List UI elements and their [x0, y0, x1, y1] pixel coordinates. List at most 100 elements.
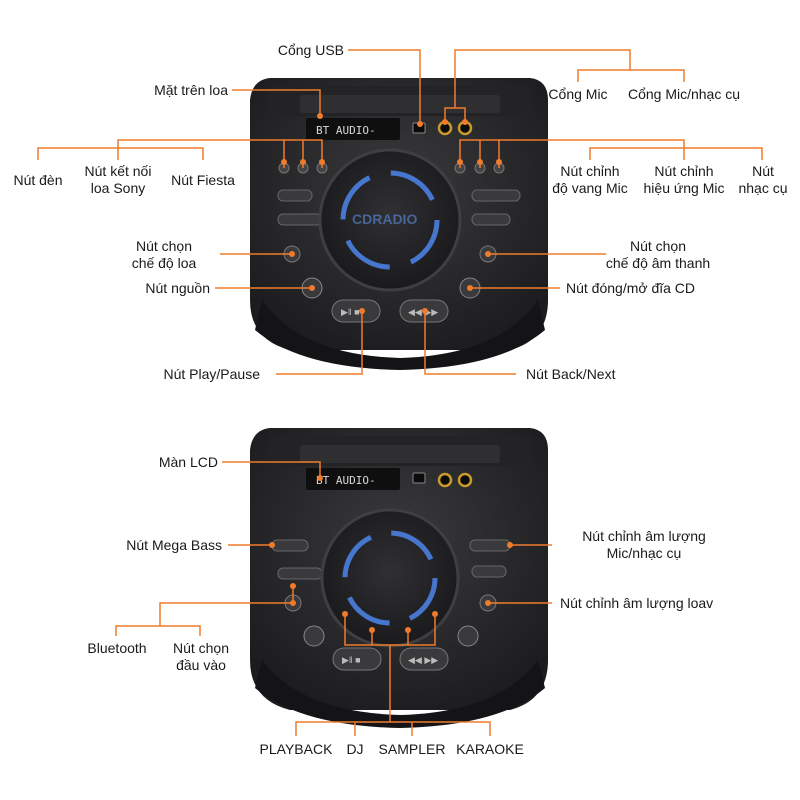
- label-usb-port: Cổng USB: [277, 42, 344, 58]
- bottom-transport-left-glyph: ▶‖ ■: [342, 655, 361, 665]
- label-power-button: Nút nguồn: [145, 280, 210, 296]
- label-sound-mode: Nút chọn chế độ âm thanh: [598, 238, 718, 272]
- label-mic-effect: Nút chỉnh hiệu ứng Mic: [632, 163, 736, 197]
- label-speaker-mode-line1: Nút chọn: [135, 238, 193, 254]
- top-callout-lines: [37, 49, 763, 375]
- label-mic-echo-line1: Nút chỉnh: [560, 163, 620, 179]
- top-speaker-device: BT AUDIO- CDRADIO ▶‖ ■ ◀◀ ▶▶: [250, 78, 548, 370]
- bottom-speaker-device: BT AUDIO- ▶‖ ■ ◀◀ ▶▶: [250, 428, 548, 728]
- label-mic-effect-line2: hiệu ứng Mic: [643, 180, 725, 196]
- bottom-lcd-text: BT AUDIO-: [316, 474, 376, 487]
- bottom-mega-bass-pill[interactable]: [271, 539, 309, 552]
- marker-speaker-mode: [289, 251, 295, 257]
- bottom-transport-left[interactable]: [332, 647, 382, 671]
- marker-left-btn-2: [300, 159, 306, 165]
- bottom-mic-instrument-jack: [457, 472, 473, 488]
- top-device-top-strip: [300, 95, 500, 113]
- label-input-select-line2: đầu vào: [176, 657, 226, 673]
- label-mic-port: Cổng Mic: [548, 86, 608, 102]
- label-play-pause: Nút Play/Pause: [163, 366, 261, 382]
- top-device-foot: [255, 300, 545, 370]
- top-transport-left-glyph: ▶‖ ■: [341, 307, 360, 317]
- label-mic-volume-line1: Nút chỉnh âm lượng: [582, 528, 706, 544]
- line-right-buttons-bracket: [589, 147, 763, 160]
- label-light-button: Nút đèn: [13, 172, 63, 188]
- marker-power: [309, 285, 315, 291]
- label-karaoke: KARAOKE: [456, 741, 524, 757]
- label-dj: DJ: [346, 741, 364, 757]
- top-lcd-screen: [306, 118, 400, 140]
- marker-sound-mode: [485, 251, 491, 257]
- marker-input-knob: [290, 600, 296, 606]
- marker-lcd: [317, 475, 323, 481]
- marker-mega-bass: [269, 542, 275, 548]
- top-transport-left[interactable]: [331, 299, 381, 323]
- marker-left-btn-3: [319, 159, 325, 165]
- top-ring-light: [340, 170, 440, 270]
- top-right-pill-2[interactable]: [471, 213, 511, 226]
- label-sony-link-line2: loa Sony: [90, 180, 146, 196]
- top-callout-markers: [281, 113, 502, 314]
- label-lcd-screen: Màn LCD: [158, 454, 218, 470]
- line-lcd: [222, 461, 321, 478]
- label-sound-mode-line1: Nút chọn: [629, 238, 687, 254]
- top-left-pill-1[interactable]: [277, 189, 313, 202]
- line-back-next: [424, 311, 516, 375]
- label-top-surface: Mặt trên loa: [154, 82, 228, 98]
- marker-play-pause: [359, 308, 365, 314]
- bottom-device-foot: [255, 660, 545, 728]
- label-input-select-line1: Nút chọn: [172, 640, 230, 656]
- label-mic-effect-line1: Nút chỉnh: [654, 163, 714, 179]
- bottom-mic-jack: [437, 472, 453, 488]
- top-right-pill-1[interactable]: [471, 189, 521, 202]
- label-sound-mode-line2: chế độ âm thanh: [605, 255, 711, 271]
- bottom-transport-right[interactable]: [399, 647, 449, 671]
- bottom-eject-button[interactable]: [457, 625, 479, 647]
- line-mode-buttons-bracket: [295, 721, 491, 736]
- marker-bt-input: [290, 583, 296, 589]
- label-input-select: Nút chọn đầu vào: [158, 640, 244, 674]
- label-mic-echo: Nút chỉnh độ vang Mic: [540, 163, 640, 197]
- marker-mic: [442, 119, 448, 125]
- marker-left-btn-1: [281, 159, 287, 165]
- marker-sampler: [405, 627, 411, 633]
- top-left-pill-2[interactable]: [277, 213, 323, 226]
- bottom-lcd-screen: [306, 468, 400, 490]
- label-playback: PLAYBACK: [259, 741, 333, 757]
- line-top-surface: [232, 89, 321, 116]
- line-play-pause: [276, 311, 363, 375]
- top-lcd-text: BT AUDIO-: [316, 124, 376, 137]
- bottom-usb-slot: [412, 472, 426, 484]
- bottom-mic-volume-pill[interactable]: [469, 539, 511, 552]
- marker-playback: [342, 611, 348, 617]
- label-mic-volume: Nút chỉnh âm lượng Mic/nhạc cụ: [556, 528, 732, 562]
- label-mic-instrument-port: Cổng Mic/nhạc cụ: [627, 86, 741, 102]
- bottom-right-pill[interactable]: [471, 565, 507, 578]
- marker-right-btn-1: [457, 159, 463, 165]
- marker-mic-volume: [507, 542, 513, 548]
- marker-right-btn-3: [496, 159, 502, 165]
- bottom-control-wheel: [320, 508, 460, 648]
- line-left-buttons-mid: [117, 139, 303, 160]
- marker-eject: [467, 285, 473, 291]
- label-cd-eject: Nút đóng/mở đĩa CD: [566, 280, 696, 296]
- bottom-bt-input-pill[interactable]: [277, 567, 323, 580]
- label-instrument-line2: nhạc cụ: [738, 180, 788, 196]
- marker-karaoke: [432, 611, 438, 617]
- marker-usb: [417, 121, 423, 127]
- bottom-callout-markers: [269, 475, 513, 633]
- label-mic-echo-line2: độ vang Mic: [552, 180, 628, 196]
- marker-mic-instrument: [462, 119, 468, 125]
- label-sampler: SAMPLER: [378, 741, 446, 757]
- line-left-buttons-bracket: [37, 147, 204, 160]
- bottom-ring-light: [342, 530, 438, 626]
- label-instrument: Nút nhạc cụ: [732, 163, 794, 197]
- label-speaker-volume: Nút chỉnh âm lượng loav: [560, 595, 714, 611]
- bottom-power-button[interactable]: [303, 625, 325, 647]
- bottom-transport-right-glyph: ◀◀ ▶▶: [408, 655, 438, 665]
- bottom-callout-lines: [115, 461, 552, 736]
- marker-speaker-volume: [485, 600, 491, 606]
- label-fiesta-button: Nút Fiesta: [171, 172, 235, 188]
- bottom-device-top-strip: [300, 445, 500, 463]
